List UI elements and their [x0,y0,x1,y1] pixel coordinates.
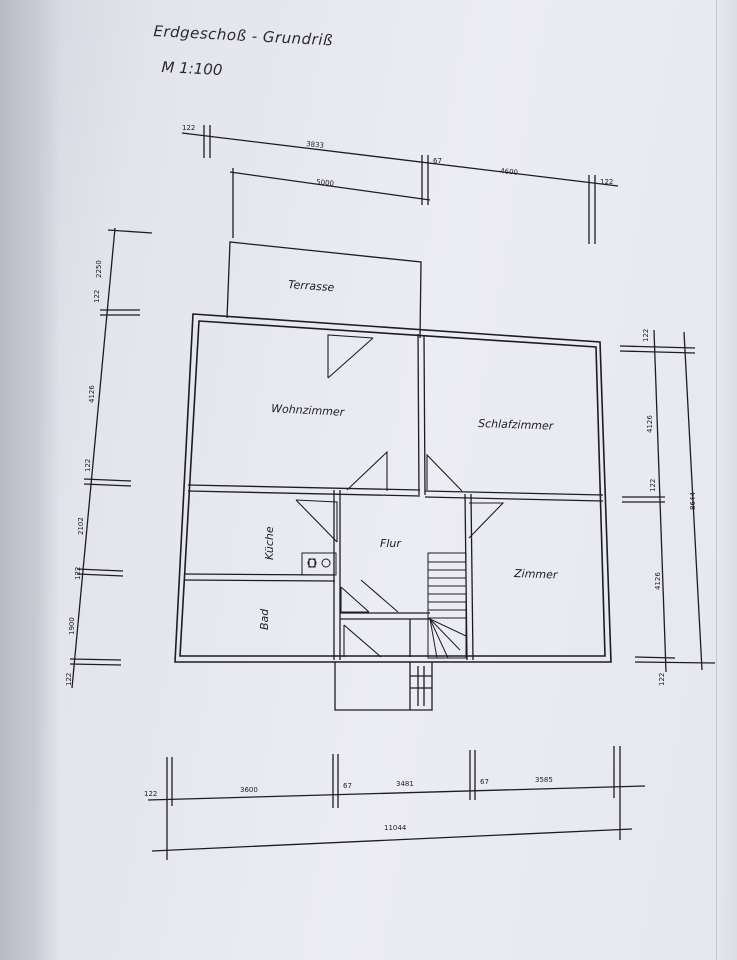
door-swings [295,334,505,658]
room-label-living: Wohnzimmer [271,402,346,419]
room-label-hall: Flur [380,537,402,550]
dim-left-wall-2: 122 [84,459,92,472]
bottom-dimension-lines [147,746,646,860]
room-label-room: Zimmer [513,567,559,582]
dim-bottom-wall-2: 67 [343,782,352,790]
dim-left-terrace: 2250 [95,260,103,278]
page-edge [716,0,737,960]
room-label-bath: Bad [258,608,271,630]
dim-right-wall-3: 122 [658,673,666,686]
dim-left-wall-3: 122 [74,567,82,580]
dim-top-span-right: 4600 [500,167,519,177]
dim-left-span-2: 2102 [77,517,85,535]
dim-bottom-wall-left: 122 [144,790,157,798]
dim-bottom-span-3: 3585 [535,776,553,784]
dim-bottom-total: 11044 [384,824,407,832]
entrance-steps [334,662,433,711]
staircase [427,552,467,659]
top-dimension-lines [181,125,619,244]
right-dimension-lines [619,329,716,673]
dimension-labels: 122 3833 67 4600 122 5000 2250 122 4126 … [65,124,697,832]
dim-right-span-2: 4126 [654,572,662,590]
outer-walls [174,313,612,663]
terrace-outline [226,241,422,339]
stove-icon [301,552,337,576]
dim-top-terrace: 5000 [316,178,335,188]
room-label-kitchen: Küche [263,526,276,560]
left-dimension-lines [69,227,153,689]
dim-right-total: 8644 [689,492,697,510]
dim-bottom-wall-3: 67 [480,778,489,786]
dim-top-wall-mid: 67 [433,157,442,165]
dim-left-span-1: 4126 [88,385,96,403]
dim-bottom-span-2: 3481 [396,780,414,788]
dim-right-wall-1: 122 [642,329,650,342]
room-label-bedroom: Schlafzimmer [478,417,555,433]
dim-bottom-span-1: 3600 [240,786,258,794]
room-labels: Terrasse Wohnzimmer Schlafzimmer Küche F… [258,278,559,630]
dim-left-wall-4: 122 [65,673,73,686]
room-label-terrace: Terrasse [288,278,335,294]
dim-left-span-3: 1900 [68,617,76,635]
interior-walls [183,333,604,661]
page-binding-shadow [0,0,60,960]
dim-top-wall-left: 122 [182,124,195,132]
dim-left-wall-1: 122 [93,290,101,303]
dim-top-wall-right: 122 [600,178,613,186]
dim-top-span-left: 3833 [306,140,325,150]
dim-right-wall-2: 122 [649,479,657,492]
dim-right-span-1: 4126 [646,415,654,433]
